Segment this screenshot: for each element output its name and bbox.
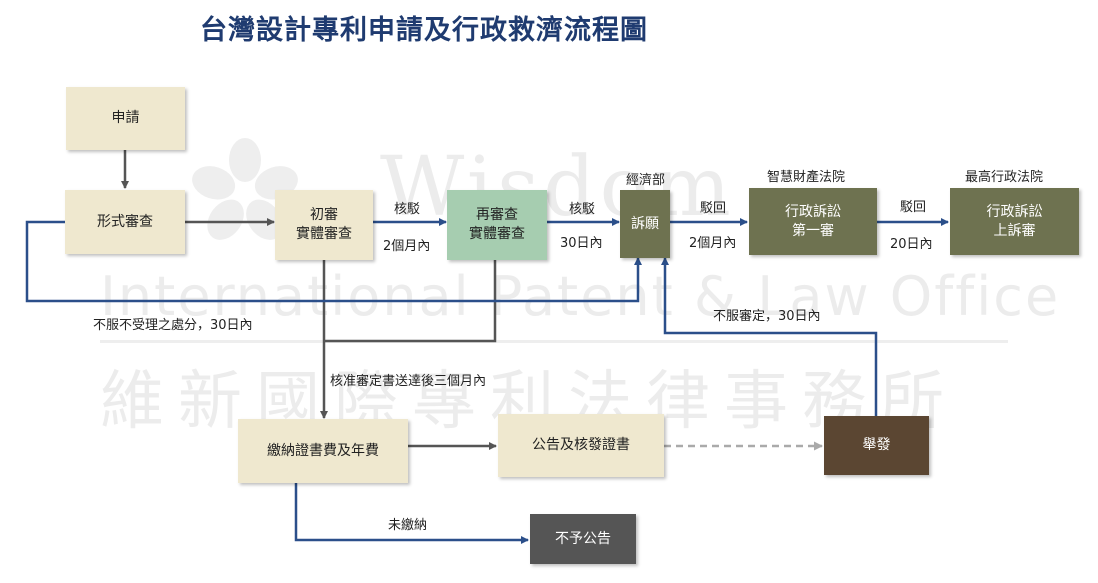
node-first-exam-line2: 實體審查 bbox=[296, 226, 352, 242]
node-re-exam-line2: 實體審查 bbox=[469, 226, 525, 242]
node-apply-label: 申請 bbox=[111, 110, 140, 126]
arrow-pay-to-noannounce bbox=[294, 483, 529, 544]
label-reject-1: 核駁 bbox=[394, 202, 421, 217]
node-first-exam-line1: 初審 bbox=[310, 207, 338, 223]
label-supreme-admin: 最高行政法院 bbox=[965, 170, 1044, 185]
label-unpaid: 未繳納 bbox=[388, 518, 428, 533]
label-moea: 經濟部 bbox=[626, 173, 666, 188]
node-apply: 申請 bbox=[66, 87, 185, 150]
node-supreme-admin: 行政訴訟 上訴審 bbox=[950, 188, 1079, 255]
node-invalidation: 舉發 bbox=[824, 416, 929, 475]
node-petition-label: 訴願 bbox=[631, 215, 659, 232]
node-no-announce-label: 不予公告 bbox=[555, 530, 611, 547]
node-formal-exam-label: 形式審查 bbox=[97, 213, 153, 230]
arrow-invalidation-to-petition bbox=[661, 257, 878, 416]
node-invalidation-label: 舉發 bbox=[862, 437, 891, 453]
node-announce-label: 公告及核發證書 bbox=[532, 437, 630, 453]
label-reject-2-time: 30日內 bbox=[560, 236, 603, 251]
node-first-exam: 初審 實體審查 bbox=[275, 190, 373, 260]
node-re-exam: 再審查 實體審查 bbox=[447, 190, 547, 260]
watermark-divider bbox=[100, 340, 1008, 343]
node-supreme-admin-line2: 上訴審 bbox=[993, 222, 1036, 239]
diagram-title: 台灣設計專利申請及行政救濟流程圖 bbox=[200, 15, 648, 46]
node-formal-exam: 形式審查 bbox=[65, 190, 185, 254]
label-dismiss-2-time: 20日內 bbox=[890, 237, 933, 252]
node-re-exam-line1: 再審查 bbox=[476, 207, 518, 223]
label-dismiss-1-time: 2個月內 bbox=[689, 236, 737, 251]
node-pay-fees: 繳納證書費及年費 bbox=[238, 419, 408, 483]
label-approval: 核准審定書送達後三個月內 bbox=[330, 374, 487, 389]
label-not-accepted: 不服不受理之處分，30日內 bbox=[93, 318, 253, 333]
label-reject-1-time: 2個月內 bbox=[383, 239, 431, 254]
label-disagree-decision: 不服審定，30日內 bbox=[713, 309, 821, 324]
node-petition: 訴願 bbox=[620, 190, 670, 258]
line-reexam-down bbox=[324, 260, 497, 343]
node-supreme-admin-line1: 行政訴訟 bbox=[986, 203, 1043, 220]
label-dismiss-1: 駁回 bbox=[700, 201, 727, 216]
node-pay-fees-label: 繳納證書費及年費 bbox=[267, 442, 379, 459]
node-ip-court-line1: 行政訴訟 bbox=[785, 203, 841, 220]
node-no-announce: 不予公告 bbox=[530, 514, 636, 564]
node-ip-court: 行政訴訟 第一審 bbox=[749, 188, 877, 255]
label-reject-2: 核駁 bbox=[569, 202, 596, 217]
node-ip-court-line2: 第一審 bbox=[792, 222, 834, 239]
node-announce: 公告及核發證書 bbox=[498, 414, 664, 477]
label-dismiss-2: 駁回 bbox=[900, 200, 927, 215]
arrow-formal-to-petition bbox=[25, 220, 642, 303]
label-ip-court: 智慧財產法院 bbox=[767, 170, 846, 185]
